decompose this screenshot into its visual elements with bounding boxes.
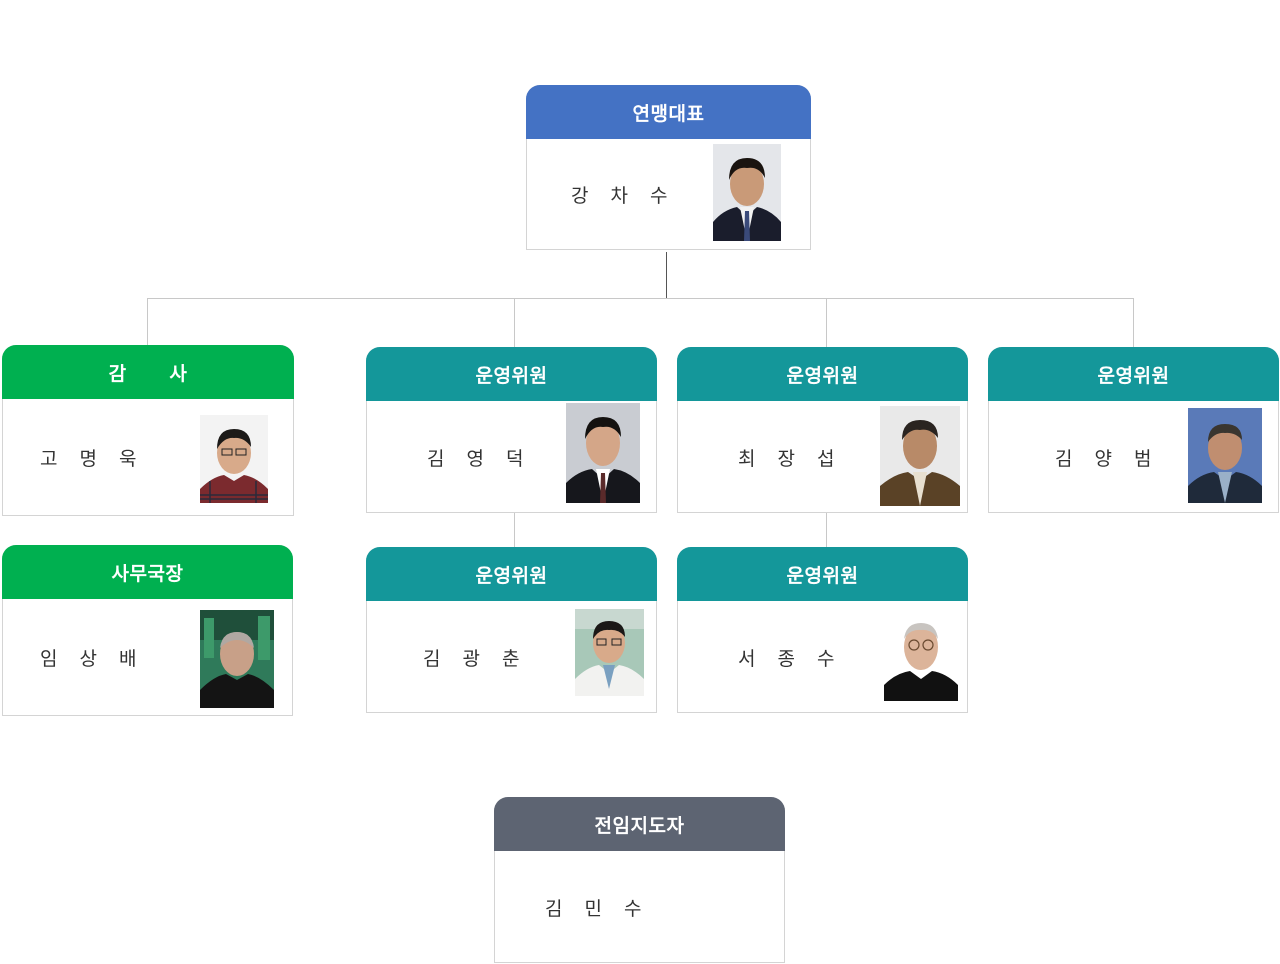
committee-1-title: 운영위원 <box>366 347 657 401</box>
connector-president-down <box>666 252 667 298</box>
auditor-photo <box>200 415 268 503</box>
committee-card-5: 운영위원 서 종 수 <box>677 547 968 713</box>
secretary-name: 임 상 배 <box>40 648 145 670</box>
committee-5-name: 서 종 수 <box>738 647 843 670</box>
connector-committee-3 <box>1133 298 1134 348</box>
coach-card: 전임지도자 김 민 수 <box>494 797 785 963</box>
connector-committee-1 <box>514 298 515 348</box>
auditor-card: 감 사 고 명 욱 <box>2 345 294 516</box>
connector-horizontal <box>147 298 1134 299</box>
committee-1-name: 김 영 덕 <box>427 447 532 470</box>
committee-1-photo <box>566 403 640 503</box>
president-title: 연맹대표 <box>526 85 811 139</box>
auditor-name: 고 명 욱 <box>40 448 145 470</box>
president-photo <box>713 144 781 241</box>
committee-card-3: 운영위원 김 양 범 <box>988 347 1279 513</box>
committee-card-1: 운영위원 김 영 덕 <box>366 347 657 513</box>
committee-card-4: 운영위원 김 광 춘 <box>366 547 657 713</box>
committee-5-title: 운영위원 <box>677 547 968 601</box>
committee-card-2: 운영위원 최 장 섭 <box>677 347 968 513</box>
connector-committee-2 <box>826 298 827 348</box>
committee-3-title: 운영위원 <box>988 347 1279 401</box>
connector-committee-1-4 <box>514 513 515 548</box>
connector-auditor <box>147 298 148 345</box>
committee-5-photo <box>884 609 958 701</box>
secretary-card: 사무국장 임 상 배 <box>2 545 293 716</box>
connector-committee-2-5 <box>826 513 827 548</box>
president-name: 강 차 수 <box>571 185 676 207</box>
committee-2-title: 운영위원 <box>677 347 968 401</box>
secretary-title: 사무국장 <box>2 545 293 599</box>
president-card: 연맹대표 강 차 수 <box>526 85 811 250</box>
committee-2-photo <box>880 406 960 506</box>
coach-name: 김 민 수 <box>545 897 650 920</box>
committee-4-title: 운영위원 <box>366 547 657 601</box>
committee-3-photo <box>1188 408 1262 503</box>
committee-4-photo <box>575 609 644 696</box>
committee-3-name: 김 양 범 <box>1055 447 1160 470</box>
coach-title: 전임지도자 <box>494 797 785 851</box>
committee-2-name: 최 장 섭 <box>738 447 843 470</box>
secretary-photo <box>200 610 274 708</box>
auditor-title: 감 사 <box>2 345 294 399</box>
committee-4-name: 김 광 춘 <box>423 647 528 670</box>
